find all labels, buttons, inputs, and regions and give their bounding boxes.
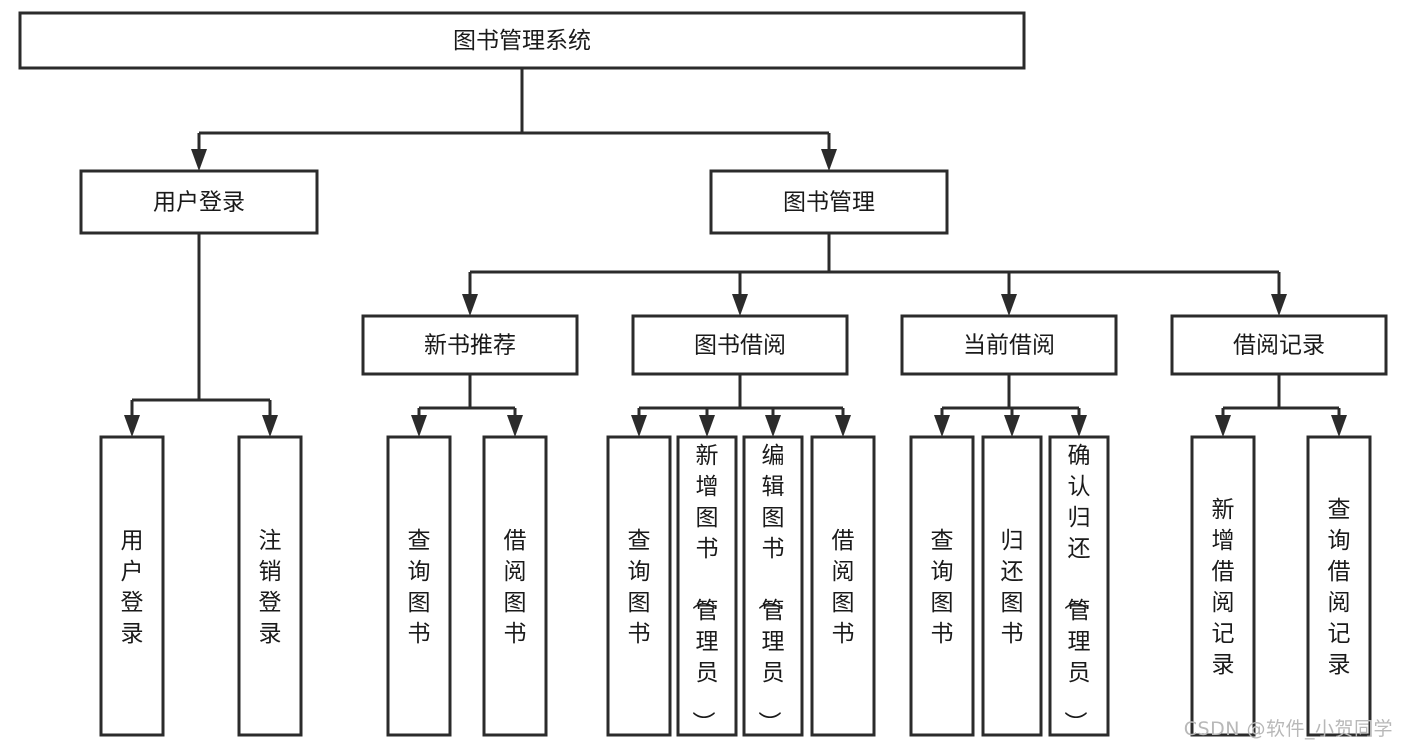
node-leaf-query-book-cb[interactable]: 查询图书	[909, 435, 975, 737]
arrow-head-icon-leaf-query-book-rec	[411, 415, 427, 437]
node-leaf-query-record[interactable]: 查询借阅记录	[1306, 435, 1372, 737]
node-box-leaf-user-logout[interactable]	[237, 435, 303, 737]
arrow-head-icon-leaf-user-login	[124, 415, 140, 437]
arrow-head-icon-leaf-add-record	[1215, 415, 1231, 437]
node-leaf-user-login[interactable]: 用户登录	[99, 435, 165, 737]
node-leaf-return-book[interactable]: 归还图书	[981, 435, 1043, 737]
node-box-book-borrow[interactable]	[631, 314, 849, 376]
arrow-head-icon-leaf-query-book-br	[631, 415, 647, 437]
node-label-leaf-borrow-book-rec: 借阅图书	[504, 528, 527, 647]
connectors-layer	[124, 68, 1347, 437]
node-leaf-borrow-book-rec[interactable]: 借阅图书	[482, 435, 548, 737]
arrow-head-icon-current-borrow	[1001, 294, 1017, 316]
node-label-leaf-return-book: 归还图书	[1001, 528, 1024, 647]
node-book-manage[interactable]: 图书管理	[709, 169, 949, 235]
arrow-head-icon-leaf-borrow-book-br	[835, 415, 851, 437]
node-leaf-add-book[interactable]: 新增图书（管理员）	[676, 435, 738, 737]
node-label-book-borrow: 图书借阅	[694, 333, 786, 359]
node-label-leaf-confirm-return: 确认归还（管理员）	[1062, 443, 1091, 734]
node-label-leaf-user-login: 用户登录	[121, 528, 144, 647]
node-box-leaf-query-book-cb[interactable]	[909, 435, 975, 737]
node-leaf-borrow-book-br[interactable]: 借阅图书	[810, 435, 876, 737]
node-leaf-add-record[interactable]: 新增借阅记录	[1190, 435, 1256, 737]
node-label-leaf-query-book-cb: 查询图书	[931, 528, 954, 647]
arrow-head-icon-user-login	[191, 149, 207, 171]
node-box-leaf-confirm-return[interactable]	[1048, 435, 1110, 737]
node-label-leaf-query-book-br: 查询图书	[628, 528, 651, 647]
node-leaf-query-book-br[interactable]: 查询图书	[606, 435, 672, 737]
node-box-leaf-add-book[interactable]	[676, 435, 738, 737]
arrow-head-icon-leaf-query-record	[1331, 415, 1347, 437]
node-label-user-login: 用户登录	[153, 190, 245, 216]
node-root[interactable]: 图书管理系统	[18, 11, 1026, 70]
node-label-root: 图书管理系统	[453, 28, 591, 54]
node-box-current-borrow[interactable]	[900, 314, 1118, 376]
node-label-leaf-user-logout: 注销登录	[259, 528, 282, 647]
node-leaf-user-logout[interactable]: 注销登录	[237, 435, 303, 737]
node-box-user-login[interactable]	[79, 169, 319, 235]
node-box-leaf-borrow-book-br[interactable]	[810, 435, 876, 737]
arrow-head-icon-book-manage	[821, 149, 837, 171]
arrow-head-icon-leaf-query-book-cb	[934, 415, 950, 437]
node-box-leaf-edit-book[interactable]	[742, 435, 804, 737]
node-label-leaf-add-book: 新增图书（管理员）	[690, 443, 719, 734]
arrow-head-icon-leaf-confirm-return	[1071, 415, 1087, 437]
node-borrow-record[interactable]: 借阅记录	[1170, 314, 1388, 376]
arrow-head-icon-leaf-edit-book	[765, 415, 781, 437]
arrow-head-icon-leaf-borrow-book-rec	[507, 415, 523, 437]
node-label-leaf-add-record: 新增借阅记录	[1212, 497, 1235, 678]
arrow-head-icon-leaf-return-book	[1004, 415, 1020, 437]
node-box-leaf-user-login[interactable]	[99, 435, 165, 737]
node-box-borrow-record[interactable]	[1170, 314, 1388, 376]
node-leaf-confirm-return[interactable]: 确认归还（管理员）	[1048, 435, 1110, 737]
node-leaf-query-book-rec[interactable]: 查询图书	[386, 435, 452, 737]
node-label-leaf-query-book-rec: 查询图书	[408, 528, 431, 647]
arrow-head-icon-leaf-add-book	[699, 415, 715, 437]
arrow-head-icon-new-book-rec	[462, 294, 478, 316]
node-box-book-manage[interactable]	[709, 169, 949, 235]
node-box-root[interactable]	[18, 11, 1026, 70]
node-box-leaf-query-book-br[interactable]	[606, 435, 672, 737]
node-label-leaf-query-record: 查询借阅记录	[1328, 497, 1351, 678]
node-box-new-book-rec[interactable]	[361, 314, 579, 376]
node-label-borrow-record: 借阅记录	[1233, 333, 1325, 359]
node-new-book-rec[interactable]: 新书推荐	[361, 314, 579, 376]
node-user-login[interactable]: 用户登录	[79, 169, 319, 235]
node-label-current-borrow: 当前借阅	[963, 333, 1055, 359]
node-label-leaf-borrow-book-br: 借阅图书	[832, 528, 855, 647]
node-leaf-edit-book[interactable]: 编辑图书（管理员）	[742, 435, 804, 737]
node-book-borrow[interactable]: 图书借阅	[631, 314, 849, 376]
node-label-leaf-edit-book: 编辑图书（管理员）	[756, 443, 785, 734]
node-label-new-book-rec: 新书推荐	[424, 333, 516, 359]
node-box-leaf-add-record[interactable]	[1190, 435, 1256, 737]
node-box-leaf-query-book-rec[interactable]	[386, 435, 452, 737]
node-box-leaf-query-record[interactable]	[1306, 435, 1372, 737]
node-label-book-manage: 图书管理	[783, 190, 875, 216]
node-box-leaf-borrow-book-rec[interactable]	[482, 435, 548, 737]
arrow-head-icon-borrow-record	[1271, 294, 1287, 316]
arrow-head-icon-book-borrow	[732, 294, 748, 316]
node-current-borrow[interactable]: 当前借阅	[900, 314, 1118, 376]
nodes-layer: 图书管理系统用户登录图书管理新书推荐图书借阅当前借阅借阅记录用户登录注销登录查询…	[18, 11, 1388, 737]
node-box-leaf-return-book[interactable]	[981, 435, 1043, 737]
arrow-head-icon-leaf-user-logout	[262, 415, 278, 437]
